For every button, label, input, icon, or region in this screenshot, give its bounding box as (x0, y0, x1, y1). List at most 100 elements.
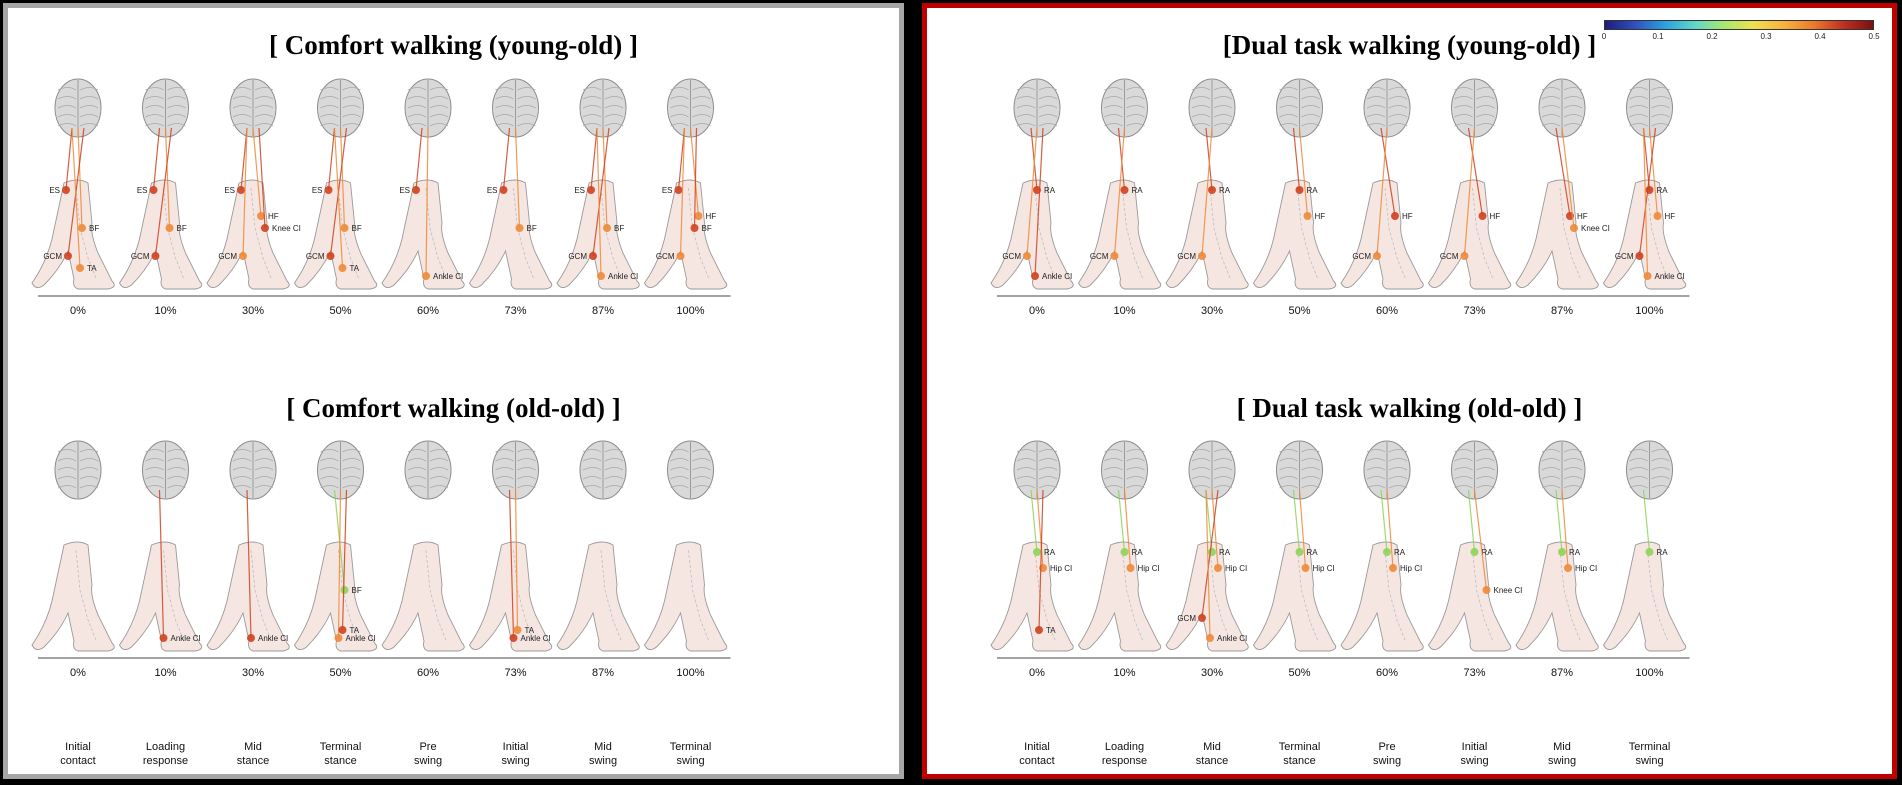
leg-bone (1647, 549, 1668, 641)
leg-bone (163, 549, 184, 641)
gait-percent-label: 100% (1635, 305, 1663, 317)
leg-bone (600, 187, 622, 279)
brain-sulcus-left (1454, 467, 1473, 471)
brain-sulcus-left (1454, 87, 1473, 91)
connectivity-line (1376, 127, 1388, 257)
brain-sulcus-right (79, 458, 99, 462)
muscle-node (597, 272, 605, 280)
connectivity-line (1036, 489, 1044, 569)
connectivity-line (252, 127, 262, 217)
leg-figure (1427, 179, 1512, 290)
brain-icon (1626, 78, 1673, 138)
leg-bone (425, 187, 447, 279)
muscle-label: Hip CI (1400, 564, 1422, 573)
brain-sulcus-left (320, 485, 339, 489)
connectivity-line (65, 127, 73, 191)
muscle-label: Hip CI (1138, 564, 1160, 573)
brain-sulcus-right (79, 105, 99, 109)
brain-sulcus-left (670, 96, 689, 100)
brain-sulcus-right (1038, 105, 1058, 109)
connectivity-line (341, 489, 348, 631)
phase-line-2: contact (1019, 755, 1055, 767)
brain-sulcus-right (692, 96, 711, 100)
connectivity-line (1386, 489, 1394, 569)
brain-sulcus-right (1651, 87, 1670, 91)
brain-sulcus-right (167, 476, 186, 480)
brain-sulcus-left (407, 449, 427, 453)
muscle-node (1208, 548, 1216, 556)
muscle-label: BF (702, 224, 712, 233)
muscle-label: Ankle CI (171, 634, 201, 643)
gait-percent-label: 60% (1376, 667, 1398, 679)
connectivity-line (1467, 127, 1484, 217)
brain-sulcus-left (1629, 123, 1648, 127)
brain-sulcus-right (1651, 96, 1670, 100)
brain-sulcus-left (1191, 87, 1211, 91)
brain-sulcus-left (57, 123, 77, 127)
leg-silhouette (31, 179, 115, 290)
leg-silhouette (556, 179, 640, 290)
phase-line-1: Terminal (1278, 741, 1321, 753)
leg-bone (513, 549, 534, 641)
brain-sulcus-right (1213, 105, 1233, 109)
brain-sulcus-left (145, 467, 164, 471)
muscle-label: GCM (568, 252, 587, 261)
muscle-label: BF (527, 224, 537, 233)
muscle-node (165, 224, 174, 232)
leg-figure (468, 179, 553, 290)
brain-sulcus-right (1651, 476, 1670, 480)
brain-sulcus-right (1301, 96, 1320, 100)
muscle-label: GCM (306, 252, 325, 261)
brain-sulcus-right (342, 105, 361, 109)
brain-sulcus-left (320, 449, 339, 453)
colorbar-tick: 0 (1601, 32, 1607, 41)
leg-silhouette (1252, 541, 1337, 652)
brain-sulcus-right (692, 467, 711, 471)
muscle-node (340, 586, 349, 594)
brain-sulcus-left (1629, 476, 1648, 480)
brain-sulcus-left (1629, 485, 1648, 489)
brain-sulcus-right (429, 485, 449, 489)
connectivity-line (158, 489, 165, 639)
leg-figure (1602, 179, 1687, 290)
muscle-node (326, 252, 335, 260)
leg-figure (1165, 541, 1249, 652)
leg-bone (338, 187, 359, 279)
leg-silhouette (1077, 541, 1162, 652)
brain-sulcus-right (167, 458, 186, 462)
brain-sulcus-right (1301, 476, 1320, 480)
brain-sulcus-left (582, 114, 602, 118)
leg-bone (250, 549, 272, 641)
brain-sulcus-left (1541, 449, 1561, 453)
muscle-node (1645, 548, 1654, 556)
brain-sulcus-left (495, 87, 514, 91)
gait-percent-label: 87% (592, 305, 614, 317)
gait-percent-label: 73% (504, 667, 526, 679)
phase-line-1: Mid (1553, 741, 1571, 753)
brain-sulcus-right (1563, 467, 1583, 471)
brain-icon (54, 440, 102, 500)
muscle-label: Ankle CI (1217, 634, 1247, 643)
brain-sulcus-left (320, 87, 339, 91)
phase-line-2: response (1101, 755, 1148, 767)
leg-silhouette (643, 541, 728, 652)
brain-icon (492, 440, 539, 500)
leg-bone (1647, 187, 1668, 279)
muscle-label: GCM (1002, 252, 1021, 261)
brain-sulcus-left (232, 458, 252, 462)
brain-sulcus-left (1104, 449, 1123, 453)
leg-silhouette (381, 179, 465, 290)
brain-sulcus-right (1301, 467, 1320, 471)
muscle-label: RA (1657, 186, 1669, 195)
connectivity-line (337, 489, 342, 639)
brain-sulcus-left (320, 458, 339, 462)
leg-silhouette (118, 541, 203, 652)
